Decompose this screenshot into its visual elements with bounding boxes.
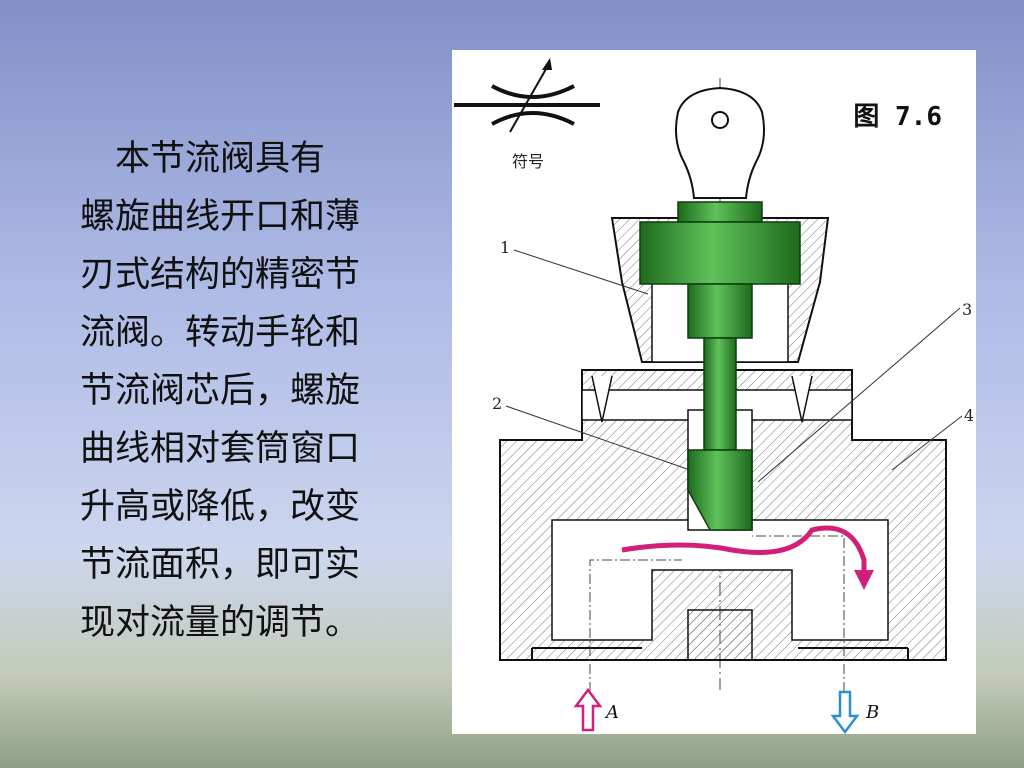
description-line: 流阀。转动手轮和 xyxy=(80,313,361,353)
handwheel xyxy=(675,86,765,199)
symbol-label: 符号 xyxy=(512,152,545,171)
figure-title: 图 7.6 xyxy=(853,102,942,132)
description-line: 节流阀芯后，螺旋 xyxy=(80,371,361,411)
description-line: 现对流量的调节。 xyxy=(80,603,361,643)
valve-figure: 图 7.6 符号 1 2 3 4 A B xyxy=(452,50,976,734)
inlet-arrow-icon xyxy=(573,687,603,732)
description-line: 曲线相对套筒窗口 xyxy=(80,429,361,469)
description-line: 螺旋曲线开口和薄 xyxy=(80,197,361,237)
description-line: 节流面积，即可实 xyxy=(80,545,361,585)
description-line: 刃式结构的精密节 xyxy=(80,255,361,295)
description-line: 本节流阀具有 xyxy=(80,139,326,179)
part-label-1: 1 xyxy=(500,238,511,257)
port-label-b: B xyxy=(866,702,880,723)
part-label-3: 3 xyxy=(962,300,973,319)
throttle-symbol-icon xyxy=(454,58,600,133)
outlet-arrow-icon xyxy=(830,690,860,734)
valve-drawing xyxy=(454,58,963,734)
description-text: 本节流阀具有 螺旋曲线开口和薄 刃式结构的精密节 流阀。转动手轮和 节流阀芯后，… xyxy=(80,130,410,652)
port-label-a: A xyxy=(606,702,619,723)
part-label-2: 2 xyxy=(492,394,503,413)
flow-arrow xyxy=(621,525,874,590)
part-label-4: 4 xyxy=(964,406,975,425)
throttle-spool xyxy=(639,201,801,531)
description-line: 升高或降低，改变 xyxy=(80,487,361,527)
